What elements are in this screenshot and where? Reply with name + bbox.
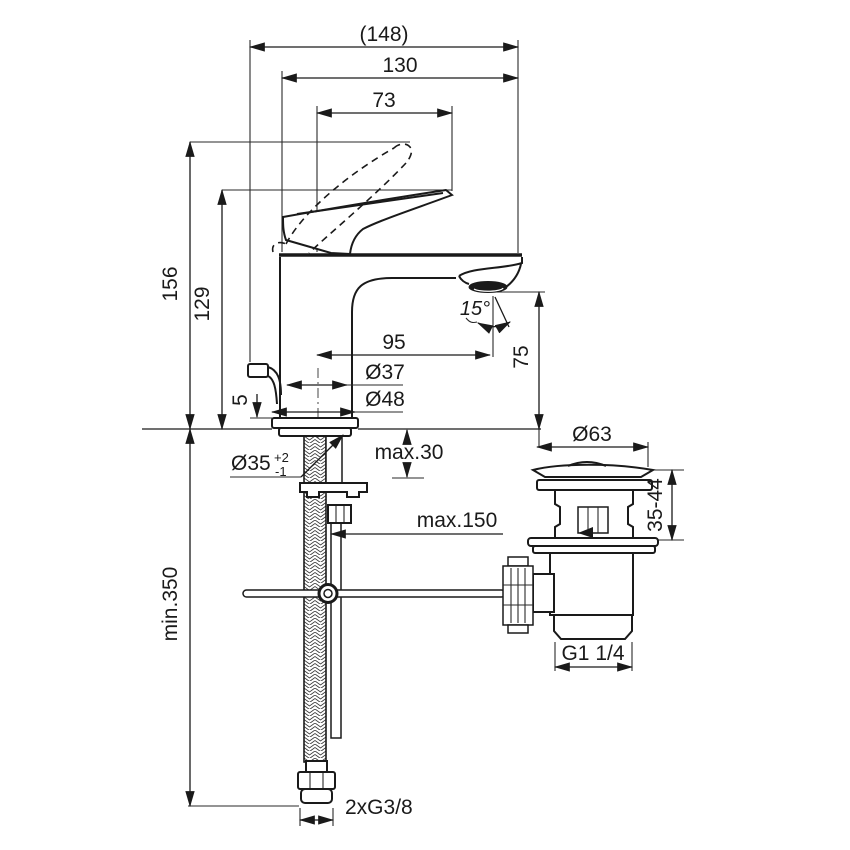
dim-rod-length: max.150 xyxy=(417,509,498,532)
waste-assembly xyxy=(502,461,659,640)
dim-base-diameter: Ø48 xyxy=(365,388,405,411)
dim-outlet-height-75: 75 xyxy=(510,345,533,368)
dim-body-diameter: Ø37 xyxy=(365,361,405,384)
dim-height-129: 129 xyxy=(191,286,214,321)
dim-spout-reach-95: 95 xyxy=(382,331,405,354)
dim-overall-width: (148) xyxy=(359,23,408,46)
waste-tailpiece xyxy=(553,614,633,640)
handle-raised-outline xyxy=(271,143,413,254)
dim-hose-length: min.350 xyxy=(159,567,182,642)
dim-hole-diameter: Ø35 xyxy=(231,452,271,475)
dim-width-130: 130 xyxy=(382,54,417,77)
mounting-bracket xyxy=(299,482,368,524)
dim-height-156: 156 xyxy=(159,266,182,301)
dim-waste-thread: G1 1/4 xyxy=(561,642,624,665)
dim-flange-5: 5 xyxy=(229,394,252,406)
dim-waste-height-range: 35-44 xyxy=(644,478,667,532)
waste-adjust-knob xyxy=(502,556,534,634)
dim-hole-tolerance-minus: -1 xyxy=(275,464,287,479)
dim-hose-thread: 2xG3/8 xyxy=(345,796,413,819)
pop-up-rod xyxy=(242,583,506,604)
dim-spout-angle: 15° xyxy=(460,298,490,320)
dim-waste-flange-diameter: Ø63 xyxy=(572,423,612,446)
dimension-labels: (148) 130 73 156 129 5 95 Ø37 Ø48 15° 75… xyxy=(159,23,667,819)
dim-handle-73: 73 xyxy=(372,89,395,112)
lift-rod-knob xyxy=(247,363,282,405)
dimension-lines xyxy=(185,42,677,825)
spout-aerator xyxy=(468,281,508,293)
dim-hole-tolerance-plus: +2 xyxy=(274,450,289,465)
dim-deck-thickness: max.30 xyxy=(375,441,444,464)
plug-arrow xyxy=(578,527,593,538)
